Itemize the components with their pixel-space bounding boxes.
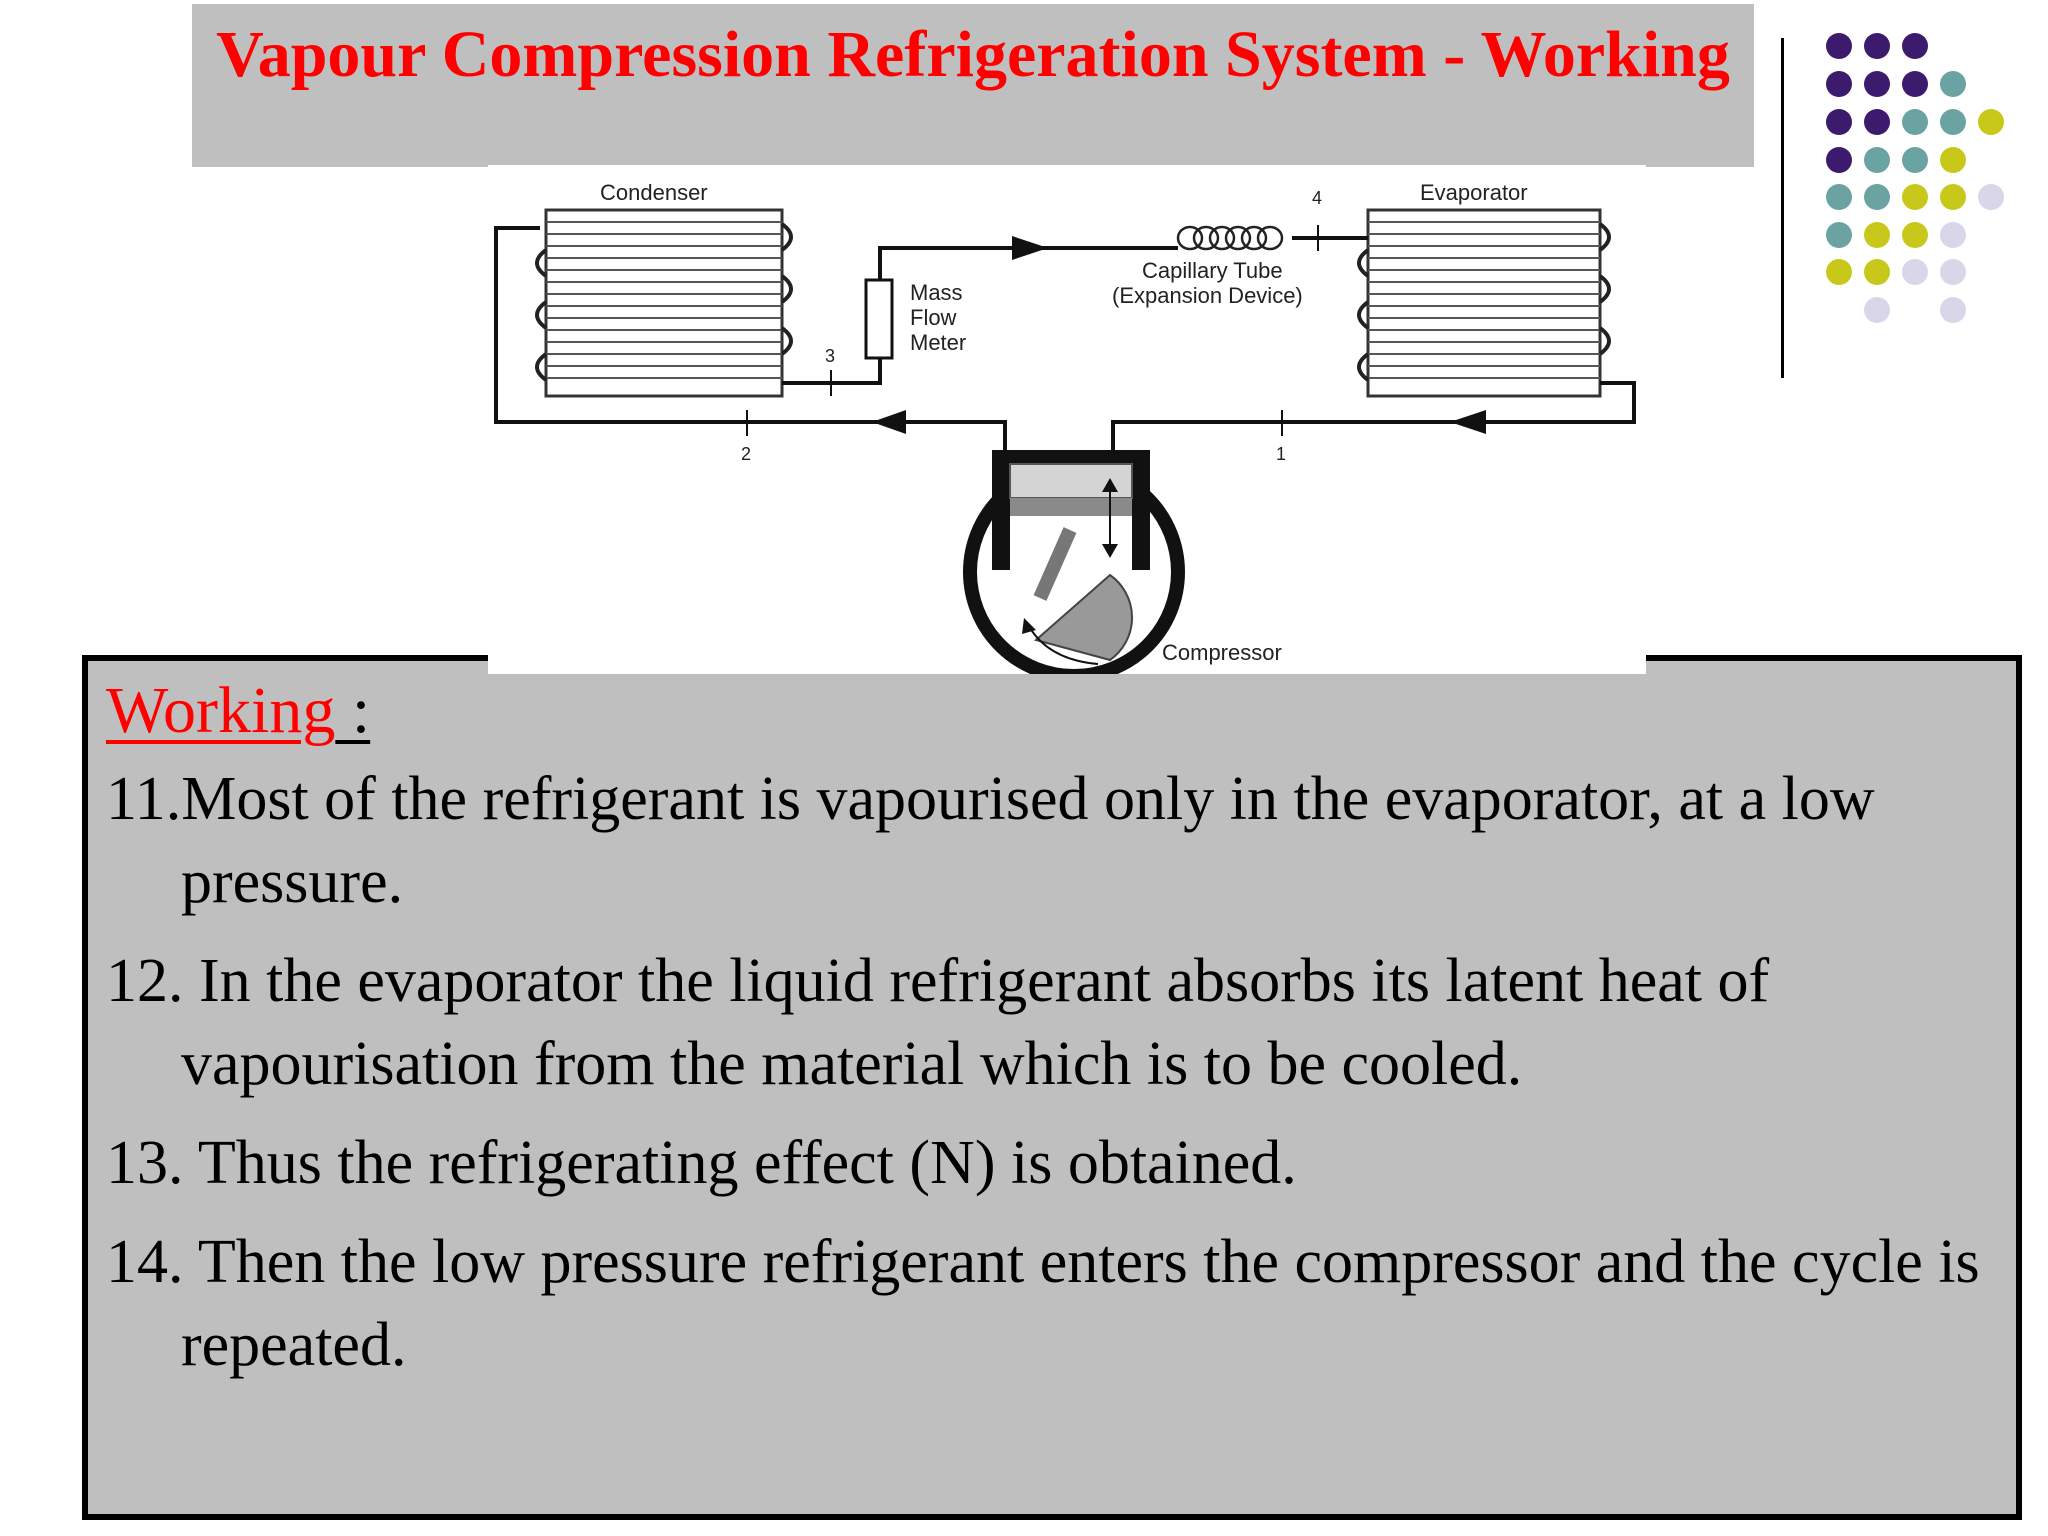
compressor-label: Compressor — [1162, 640, 1282, 665]
refrigeration-cycle-diagram: Condenser Evaporator Capillary Tube — [488, 165, 1646, 674]
state-point-3: 3 — [825, 346, 835, 366]
state-point-2: 2 — [741, 444, 751, 464]
mass-flow-meter: Mass Flow Meter — [864, 278, 966, 360]
divider-line — [1781, 38, 1784, 378]
list-item: 13. Thus the refrigerating effect (N) is… — [106, 1129, 1297, 1197]
list-item: 11.Most of the refrigerant is vapourised… — [106, 765, 1875, 916]
capillary-label-line2: (Expansion Device) — [1112, 283, 1303, 308]
slide-title: Vapour Compression Refrigeration System … — [216, 18, 1730, 91]
state-point-1: 1 — [1276, 444, 1286, 464]
meter-label-line3: Meter — [910, 330, 966, 355]
state-point-4: 4 — [1312, 188, 1322, 208]
dot-row-3 — [1826, 109, 2004, 135]
dot-row-8 — [1864, 297, 1966, 323]
capillary-tube — [1176, 225, 1284, 251]
evaporator: Evaporator — [1357, 180, 1611, 398]
meter-label-line2: Flow — [910, 305, 957, 330]
evaporator-label: Evaporator — [1420, 180, 1528, 205]
content-box — [82, 655, 2022, 1520]
title-band — [192, 4, 1754, 167]
capillary-label-line1: Capillary Tube — [1142, 258, 1283, 283]
list-item: 14. Then the low pressure refrigerant en… — [106, 1228, 1980, 1379]
flow-arrows — [872, 236, 1486, 434]
heading-colon: : — [335, 674, 371, 747]
list-item: 12. In the evaporator the liquid refrige… — [106, 947, 1770, 1098]
condenser: Condenser — [535, 180, 793, 398]
dot-row-2 — [1826, 71, 1966, 97]
state-point-ticks — [746, 225, 1319, 436]
heading-word: Working — [106, 674, 336, 747]
dot-row-1 — [1826, 33, 1928, 59]
condenser-label: Condenser — [600, 180, 708, 205]
dot-row-6 — [1826, 222, 1966, 248]
meter-label-line1: Mass — [910, 280, 963, 305]
dot-row-7 — [1826, 259, 1966, 285]
decorative-dot-grid — [1826, 33, 2004, 323]
dot-row-5 — [1826, 184, 2004, 210]
working-text: Working : 11.Most of the refrigerant is … — [106, 670, 1986, 1403]
section-heading: Working : — [106, 670, 1986, 752]
dot-row-4 — [1826, 147, 1966, 173]
compressor: Compressor — [963, 450, 1282, 674]
